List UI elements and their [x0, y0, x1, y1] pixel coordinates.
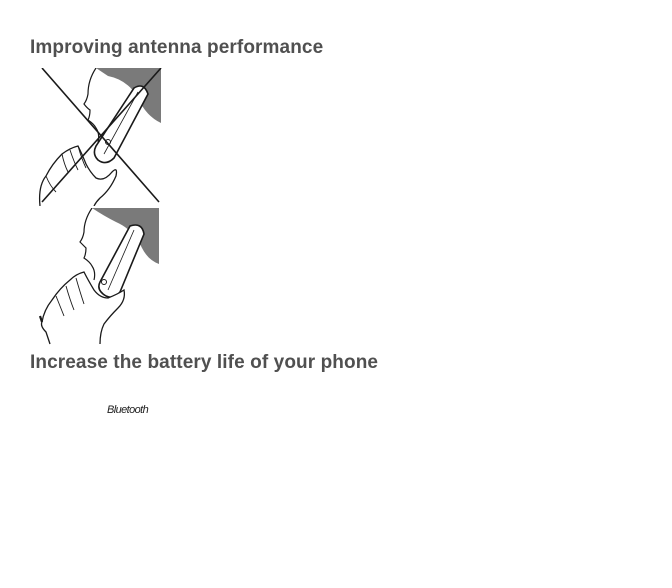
phone-grip-incorrect-illustration: [38, 68, 163, 206]
phone-grip-correct-illustration: [38, 208, 163, 345]
section-heading-battery: Increase the battery life of your phone: [30, 352, 378, 374]
section-heading-antenna: Improving antenna performance: [30, 37, 323, 59]
phone-shape: [94, 86, 148, 163]
bluetooth-caption: Bluetooth: [107, 404, 148, 416]
phone-shape: [99, 225, 144, 297]
